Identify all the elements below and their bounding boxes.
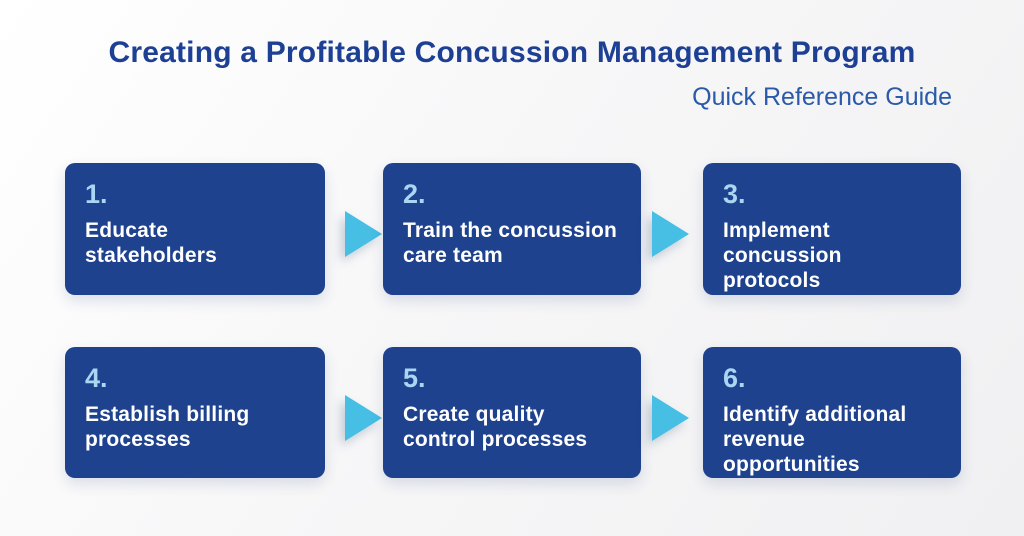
step-label: Implement concussion protocols [723, 219, 941, 293]
arrow-right-icon [345, 211, 382, 257]
step-label-line2: processes [85, 427, 191, 451]
step-label-line1: Train the concussion [403, 219, 618, 242]
arrow-right-icon [652, 395, 689, 441]
step-label: Establish billing processes [85, 403, 305, 453]
step-box-6: 6. Identify additional revenue opportuni… [703, 347, 961, 478]
arrow-right-icon [652, 211, 689, 257]
step-label: Create quality control processes [403, 403, 621, 453]
page-subtitle: Quick Reference Guide [692, 83, 952, 111]
step-box-3: 3. Implement concussion protocols [703, 163, 961, 295]
step-label-line2: stakeholders [85, 243, 217, 267]
step-box-4: 4. Establish billing processes [65, 347, 325, 478]
step-number: 5. [403, 363, 426, 393]
step-number: 3. [723, 179, 746, 209]
step-label-line2: control processes [403, 427, 588, 451]
step-label: Identify additional revenue opportunitie… [723, 403, 941, 477]
step-label: Educate stakeholders [85, 219, 305, 269]
step-number: 2. [403, 179, 426, 209]
step-box-5: 5. Create quality control processes [383, 347, 641, 478]
step-label-line1: Create quality [403, 403, 545, 426]
step-number: 4. [85, 363, 108, 393]
step-number: 1. [85, 179, 108, 209]
step-label-line2: concussion protocols [723, 243, 842, 292]
step-label-line1: Establish billing [85, 403, 250, 426]
step-box-2: 2. Train the concussion care team [383, 163, 641, 295]
arrow-right-icon [345, 395, 382, 441]
step-label-line1: Educate [85, 219, 169, 242]
step-label-line1: Implement [723, 219, 830, 242]
step-label-line2: revenue opportunities [723, 427, 860, 476]
step-label-line1: Identify additional [723, 403, 907, 426]
page-title: Creating a Profitable Concussion Managem… [108, 36, 916, 69]
step-label-line2: care team [403, 243, 503, 267]
step-box-1: 1. Educate stakeholders [65, 163, 325, 295]
step-label: Train the concussion care team [403, 219, 621, 269]
step-number: 6. [723, 363, 746, 393]
